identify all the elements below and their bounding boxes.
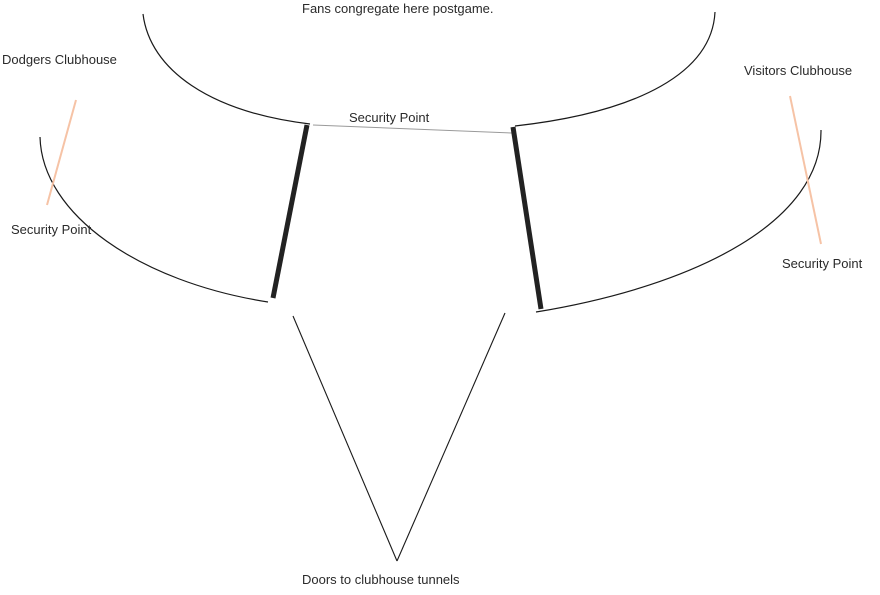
visitors-clubhouse-label: Visitors Clubhouse	[744, 63, 853, 78]
left-wall	[270, 124, 310, 299]
fan-area-arc	[142, 13, 311, 125]
tunnel-funnel-left	[292, 315, 398, 562]
security-point-center-label: Security Point	[349, 110, 430, 125]
security-mark-left	[46, 99, 77, 206]
security-mark-right	[789, 95, 822, 245]
security-point-left-label: Security Point	[11, 222, 92, 237]
fans-congregate-label: Fans congregate here postgame.	[302, 1, 494, 16]
security-point-line	[312, 124, 513, 134]
tunnel-funnel-right	[396, 312, 506, 562]
dodgers-clubhouse-arc	[39, 136, 269, 303]
visitors-clubhouse-arc	[535, 129, 822, 313]
right-wall	[510, 126, 544, 310]
tunnel-doors-label: Doors to clubhouse tunnels	[302, 572, 460, 587]
security-point-right-label: Security Point	[782, 256, 863, 271]
dodgers-clubhouse-label: Dodgers Clubhouse	[2, 52, 117, 67]
fan-area-arc-right	[514, 11, 716, 127]
